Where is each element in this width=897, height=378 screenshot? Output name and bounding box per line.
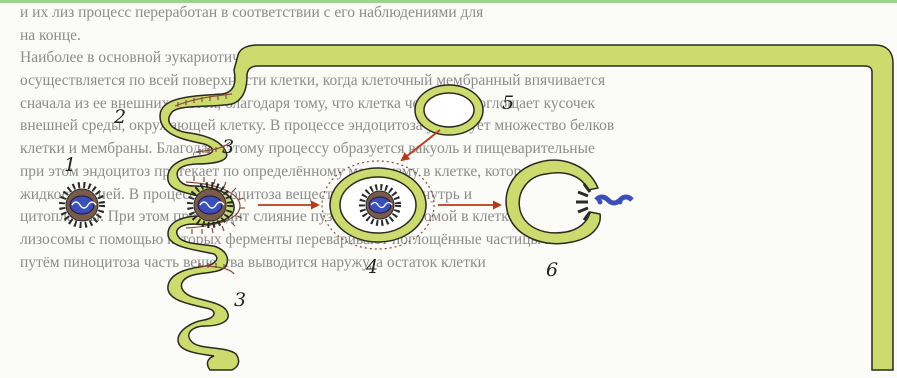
cell-membrane [160,45,893,370]
virus-particle-1 [62,185,102,225]
label-3-lower: 3 [234,289,246,311]
label-1: 1 [64,154,76,176]
label-2: 2 [113,106,126,128]
label-4: 4 [365,256,378,278]
arrow-fusion [402,130,440,160]
label-5: 5 [502,92,514,114]
vesicle-5 [415,85,483,135]
virus-particle-uncoating [576,184,632,220]
label-6: 6 [546,259,558,281]
label-3-upper: 3 [222,136,234,158]
